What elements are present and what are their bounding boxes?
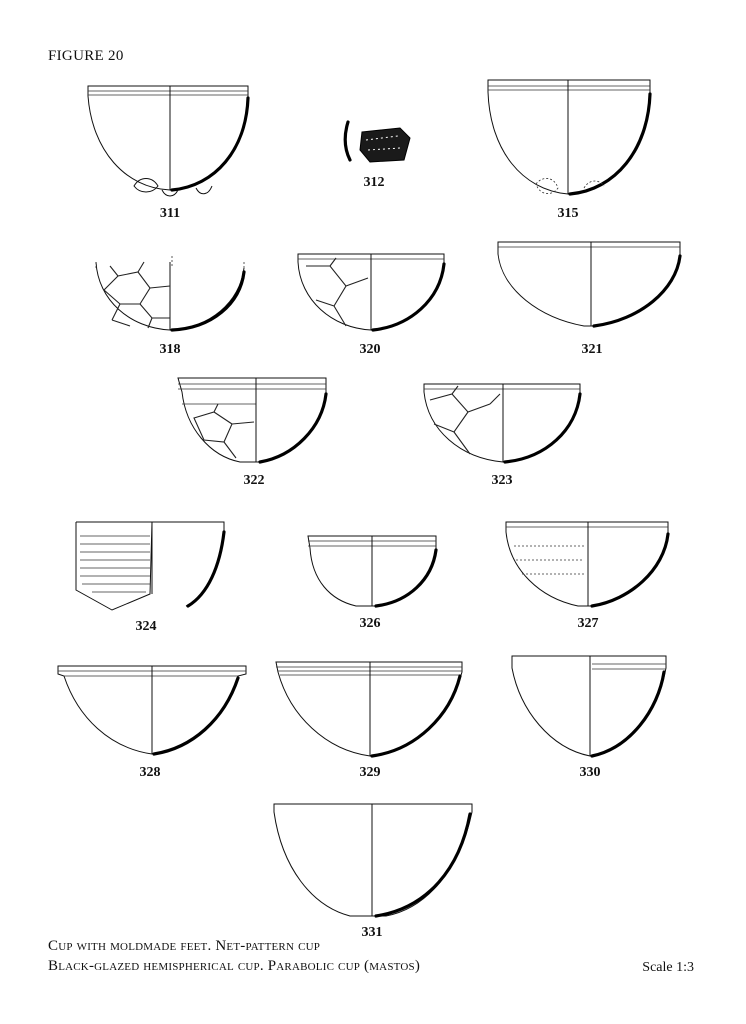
drawing-321 xyxy=(497,241,682,328)
catalog-number-329: 329 xyxy=(359,765,381,780)
catalog-number-322: 322 xyxy=(243,473,265,488)
catalog-number-324: 324 xyxy=(135,619,157,634)
catalog-number-315: 315 xyxy=(557,206,579,221)
catalog-number-321: 321 xyxy=(581,342,603,357)
catalog-number-331: 331 xyxy=(361,925,383,940)
catalog-number-311: 311 xyxy=(159,206,181,221)
caption-line-2: Black-glazed hemispherical cup. Paraboli… xyxy=(48,958,421,974)
scale-label: Scale 1:3 xyxy=(642,960,694,975)
drawing-328 xyxy=(57,665,247,756)
catalog-number-326: 326 xyxy=(359,616,381,631)
drawing-320 xyxy=(297,253,446,332)
catalog-number-323: 323 xyxy=(491,473,513,488)
drawing-311 xyxy=(87,85,250,197)
drawing-327 xyxy=(505,521,670,608)
catalog-number-318: 318 xyxy=(159,342,181,357)
catalog-number-327: 327 xyxy=(577,616,599,631)
catalog-number-328: 328 xyxy=(139,765,161,780)
figure-title: FIGURE 20 xyxy=(48,48,124,64)
drawing-322 xyxy=(177,377,328,464)
catalog-number-320: 320 xyxy=(359,342,381,357)
drawing-323 xyxy=(423,383,582,464)
drawing-330 xyxy=(511,655,667,758)
drawing-331 xyxy=(273,803,473,918)
catalog-number-312: 312 xyxy=(363,175,385,190)
drawing-312 xyxy=(343,120,411,163)
drawing-329 xyxy=(275,661,463,758)
drawing-324 xyxy=(75,521,226,611)
drawing-326 xyxy=(307,535,438,608)
caption-line-1: Cup with moldmade feet. Net-pattern cup xyxy=(48,938,321,954)
catalog-number-330: 330 xyxy=(579,765,601,780)
drawing-318 xyxy=(95,256,246,332)
drawing-315 xyxy=(487,79,652,196)
